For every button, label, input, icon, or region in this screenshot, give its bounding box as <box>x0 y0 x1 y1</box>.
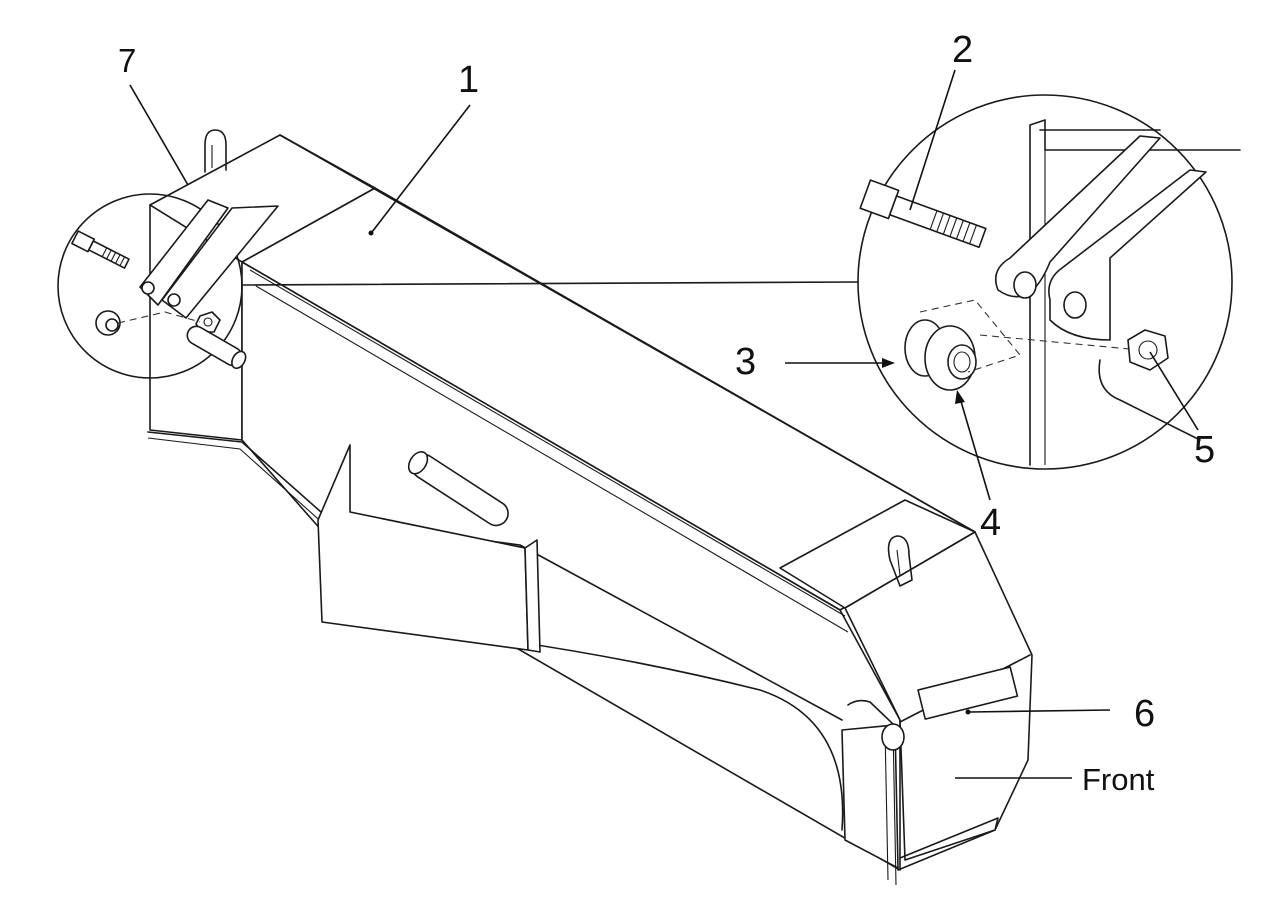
callout-1: 1 <box>458 59 479 101</box>
callout-4: 4 <box>980 502 1001 544</box>
rear-lifting-eye <box>204 129 227 173</box>
hitch-detail-left <box>57 193 279 379</box>
leader-lines <box>129 69 1199 779</box>
callout-7: 7 <box>118 42 136 79</box>
center-holder <box>317 444 541 653</box>
callout-2: 2 <box>952 29 973 71</box>
front-label: Front <box>1082 762 1155 797</box>
callout-5: 5 <box>1194 429 1215 471</box>
callout-3: 3 <box>735 341 756 383</box>
main-frame <box>147 134 1033 886</box>
hitch-detail-right <box>241 94 1241 470</box>
callout-6: 6 <box>1134 693 1155 735</box>
